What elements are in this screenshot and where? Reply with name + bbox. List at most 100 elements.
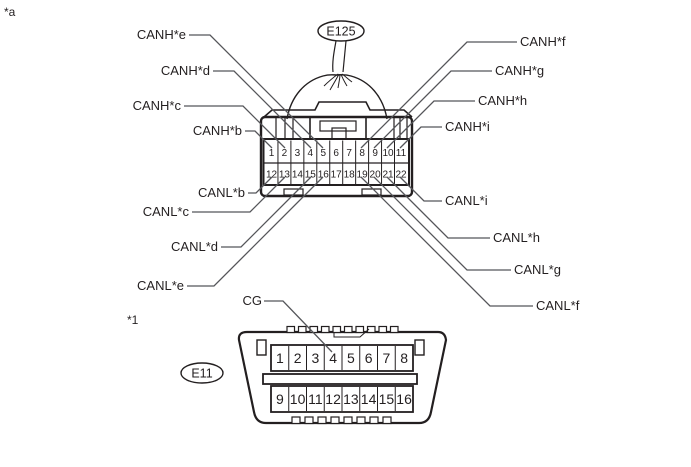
e11-callout-label: E11 bbox=[191, 367, 212, 381]
e125-pin-number: 13 bbox=[279, 170, 291, 181]
leader-canh-f bbox=[360, 41, 517, 149]
label-canh-d: CANH*d bbox=[161, 63, 210, 78]
leader-canl-d bbox=[221, 176, 312, 248]
e125-pin-number: 7 bbox=[346, 148, 352, 159]
e125-wire-line bbox=[342, 40, 347, 73]
label-cg: CG bbox=[243, 293, 263, 308]
e11-pin-number: 1 bbox=[276, 350, 284, 366]
note-a: *a bbox=[4, 5, 16, 19]
label-canh-e: CANH*e bbox=[137, 27, 186, 42]
leader-canh-h bbox=[386, 100, 475, 149]
leader-canl-i bbox=[399, 176, 442, 202]
e125-pin-number: 21 bbox=[382, 170, 394, 181]
e125-pin-number: 1 bbox=[269, 148, 275, 159]
e11-pin-number: 7 bbox=[383, 350, 391, 366]
e125-pin-number: 11 bbox=[396, 148, 407, 159]
e125-pin-number: 16 bbox=[318, 170, 330, 181]
leader-canh-c bbox=[184, 105, 286, 149]
e11-pin-number: 6 bbox=[365, 350, 373, 366]
e11-pin-number: 2 bbox=[294, 350, 302, 366]
e11-pin-number: 11 bbox=[308, 391, 323, 407]
e125-pin-number: 17 bbox=[331, 170, 343, 181]
e125-pin-number: 10 bbox=[382, 148, 394, 159]
e11-screw-hole bbox=[414, 339, 425, 356]
e125-pin-number: 20 bbox=[370, 170, 382, 181]
leader-canh-e bbox=[189, 34, 324, 149]
label-canl-e: CANL*e bbox=[137, 278, 184, 293]
e11-pin-number: 4 bbox=[329, 350, 337, 366]
label-canl-i: CANL*i bbox=[445, 193, 488, 208]
e11-pin-number: 9 bbox=[276, 391, 284, 407]
e125-callout-oval bbox=[317, 20, 365, 42]
e11-pin-number: 3 bbox=[312, 350, 320, 366]
leader-canl-c bbox=[192, 176, 286, 213]
e125-pin-number: 4 bbox=[308, 148, 314, 159]
wire-labels: CANH*e CANH*d CANH*c CANH*b CANL*b CANL*… bbox=[133, 27, 580, 313]
label-canl-g: CANL*g bbox=[514, 262, 561, 277]
e125-pin-grid-columns bbox=[277, 140, 395, 184]
e125-pin-number: 12 bbox=[266, 170, 278, 181]
leader-cg bbox=[264, 300, 333, 353]
e125-pin-number: 9 bbox=[372, 148, 378, 159]
label-canl-c: CANL*c bbox=[143, 204, 190, 219]
leader-canh-b bbox=[245, 130, 273, 149]
e11-screw-hole bbox=[256, 339, 267, 356]
leader-lines bbox=[184, 34, 533, 353]
label-canh-h: CANH*h bbox=[478, 93, 527, 108]
e125-pin-number: 3 bbox=[295, 148, 301, 159]
leader-canl-h bbox=[386, 176, 490, 239]
e11-pin-number: 10 bbox=[290, 391, 306, 407]
leader-canl-f bbox=[360, 176, 533, 307]
e11-pin-number: 16 bbox=[396, 391, 412, 407]
label-canh-b: CANH*b bbox=[193, 123, 242, 138]
label-canl-b: CANL*b bbox=[198, 185, 245, 200]
e11-top-tab bbox=[333, 328, 370, 338]
e11-pin-number: 5 bbox=[347, 350, 355, 366]
e11-pin-number: 8 bbox=[400, 350, 408, 366]
leader-canh-i bbox=[399, 126, 442, 149]
e125-pin-number: 18 bbox=[344, 170, 356, 181]
leader-canl-g bbox=[373, 176, 511, 271]
e125-wire-boot bbox=[286, 74, 388, 120]
e11-pin-number: 12 bbox=[325, 391, 341, 407]
label-canh-c: CANH*c bbox=[133, 98, 182, 113]
e11-pin-number: 15 bbox=[379, 391, 395, 407]
label-canl-d: CANL*d bbox=[171, 239, 218, 254]
e11-center-bar bbox=[262, 373, 418, 385]
e125-pin-number: 14 bbox=[292, 170, 304, 181]
label-canh-g: CANH*g bbox=[495, 63, 544, 78]
e125-pin-number: 2 bbox=[282, 148, 288, 159]
e125-pin-number: 19 bbox=[357, 170, 369, 181]
e11-pin-number: 14 bbox=[361, 391, 377, 407]
e125-wire-line bbox=[332, 40, 337, 73]
e11-pin-grid-columns bbox=[288, 346, 396, 411]
e11-bottom-teeth bbox=[291, 416, 392, 425]
leader-canh-d bbox=[213, 70, 312, 149]
leader-canl-b bbox=[248, 176, 273, 194]
e125-pin-number: 5 bbox=[321, 148, 327, 159]
e125-pin-number: 15 bbox=[305, 170, 317, 181]
e125-pin-number: 8 bbox=[359, 148, 365, 159]
e125-callout-label: E125 bbox=[326, 25, 355, 39]
leader-canh-g bbox=[373, 70, 492, 149]
e125-foot bbox=[361, 188, 382, 196]
e11-top-teeth bbox=[286, 325, 399, 334]
e11-outline bbox=[237, 330, 448, 425]
leader-canl-e bbox=[187, 176, 324, 287]
e125-top-cap bbox=[263, 101, 413, 118]
e125-wire-strands bbox=[323, 73, 353, 91]
label-canh-i: CANH*i bbox=[445, 119, 490, 134]
e125-pin-number: 22 bbox=[395, 170, 407, 181]
e125-connector: E125 bbox=[259, 20, 414, 198]
label-canl-h: CANL*h bbox=[493, 230, 540, 245]
e11-callout-oval bbox=[180, 362, 224, 384]
label-canh-f: CANH*f bbox=[520, 34, 566, 49]
e125-pin-number: 6 bbox=[333, 148, 339, 159]
